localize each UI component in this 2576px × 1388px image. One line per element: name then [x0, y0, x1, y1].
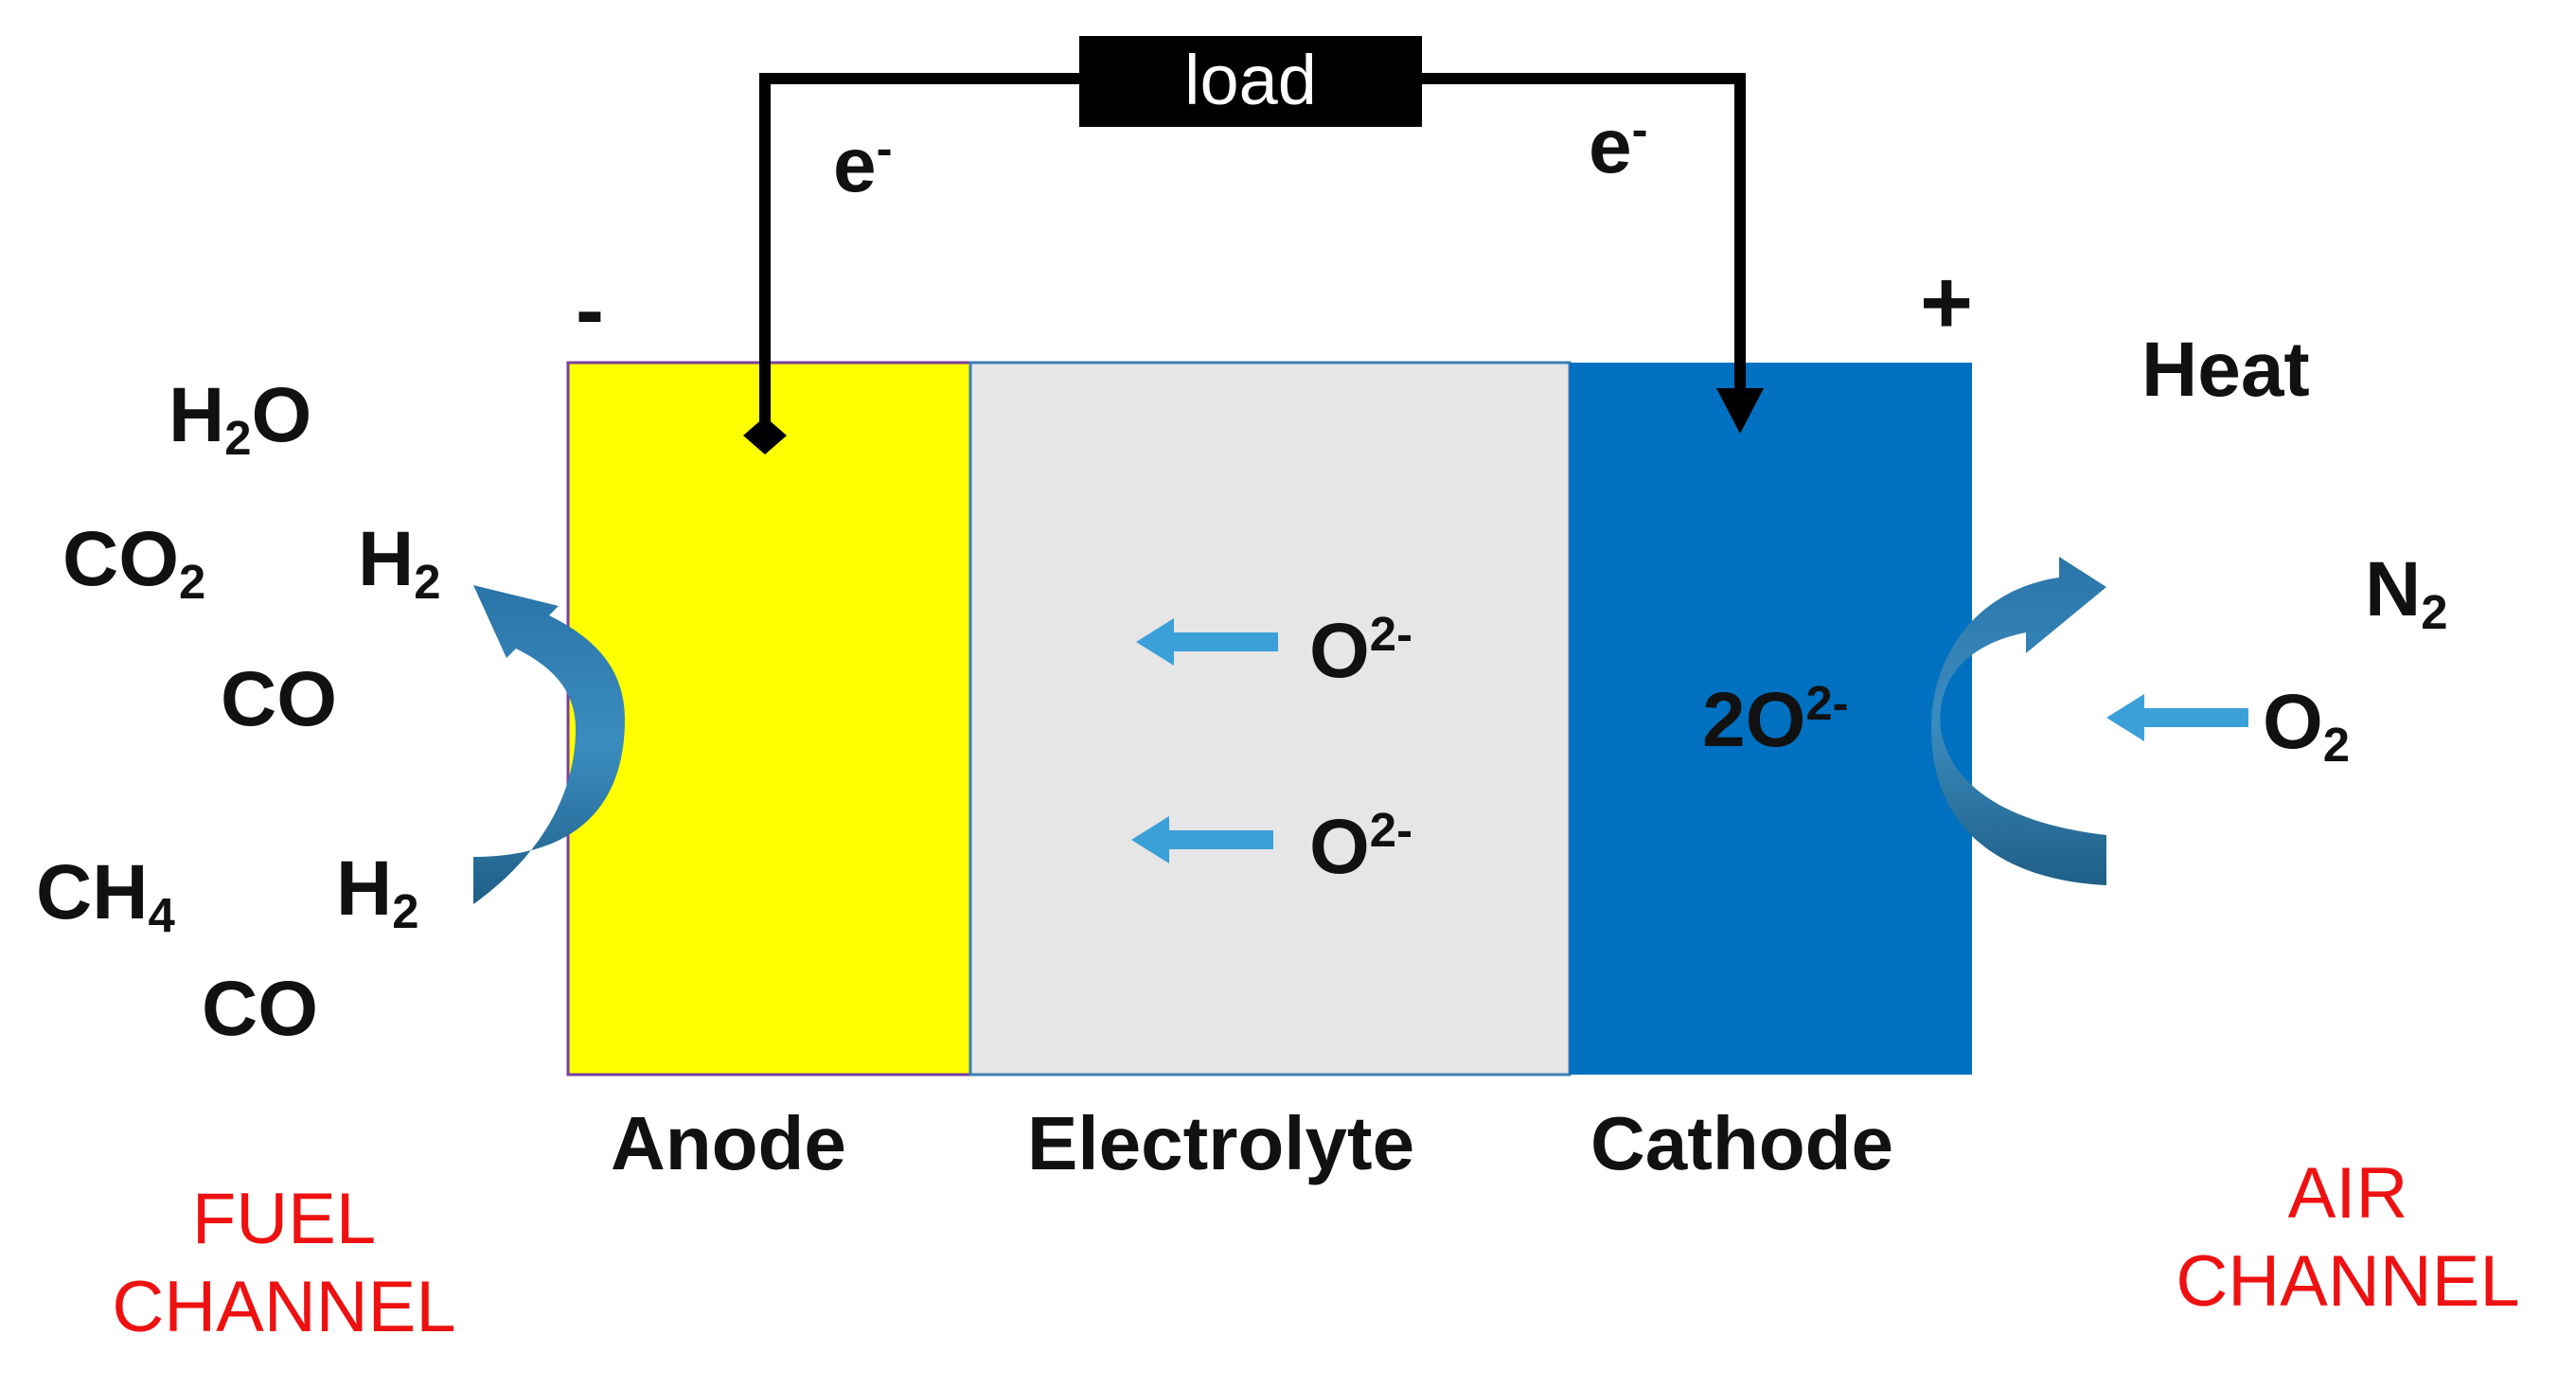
co2-label: CO2 — [62, 516, 206, 610]
fuel-channel-label: FUEL CHANNEL — [112, 1179, 456, 1347]
o2-input-arrow — [2106, 694, 2248, 741]
h2-top-label: H2 — [358, 516, 441, 610]
ion-arrow-2 — [1131, 816, 1273, 863]
fuel-flow-arrow — [473, 585, 625, 904]
cathode-label: Cathode — [1590, 1101, 1893, 1185]
n2-label: N2 — [2365, 546, 2448, 640]
cathode-oxide-ion-label: 2O2- — [1702, 676, 1849, 763]
o2-label: O2 — [2263, 679, 2351, 773]
air-flow-arrow — [1931, 557, 2106, 885]
electrolyte-layer — [968, 361, 1572, 1077]
electron-label-right: e- — [1589, 102, 1648, 189]
cathode-arrowhead — [1716, 388, 1764, 434]
co-top-label: CO — [221, 656, 337, 742]
oxide-ion-label-2: O2- — [1309, 803, 1412, 890]
anode-contact-diamond — [743, 417, 787, 454]
anode-layer — [566, 361, 972, 1077]
air-channel-label: AIR CHANNEL — [2176, 1153, 2520, 1322]
load-box — [1079, 36, 1422, 127]
positive-terminal: + — [1920, 252, 1974, 353]
cathode-layer — [1570, 363, 1972, 1075]
heat-label: Heat — [2141, 327, 2310, 413]
co-bottom-label: CO — [202, 966, 318, 1052]
h2o-label: H2O — [169, 372, 312, 466]
ion-arrow-1 — [1136, 618, 1278, 666]
electrolyte-label: Electrolyte — [1027, 1101, 1415, 1185]
h2-bottom-label: H2 — [336, 845, 419, 939]
load-label: load — [1184, 41, 1317, 119]
ch4-label: CH4 — [36, 849, 175, 943]
negative-terminal: - — [576, 263, 604, 358]
oxide-ion-label-1: O2- — [1309, 607, 1412, 694]
anode-label: Anode — [611, 1101, 846, 1185]
electron-label-left: e- — [833, 121, 893, 208]
